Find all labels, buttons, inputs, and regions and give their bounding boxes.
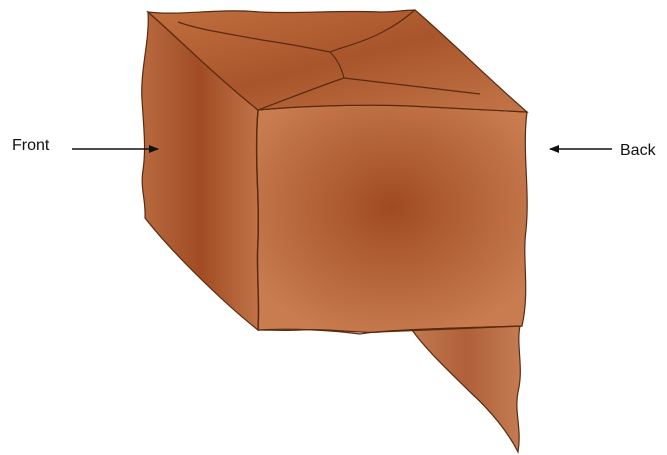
block-front-face bbox=[257, 105, 528, 332]
front-label: Front bbox=[12, 137, 50, 154]
block-tail bbox=[412, 326, 520, 452]
back-label: Back bbox=[620, 142, 657, 159]
